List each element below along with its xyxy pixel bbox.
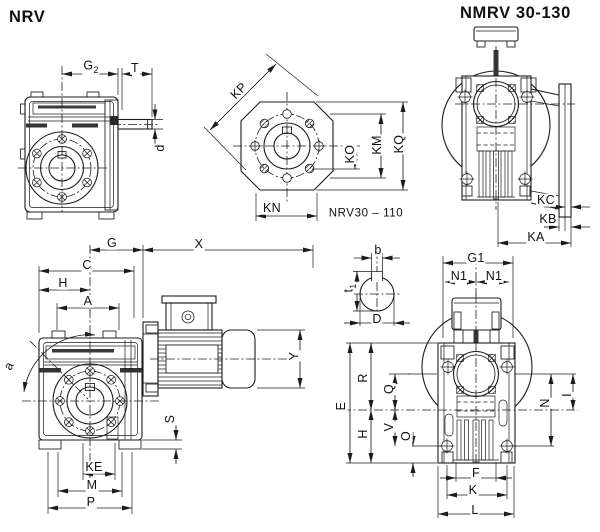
dim-label-m: M: [85, 477, 99, 492]
dim-label-ke: KE: [84, 459, 104, 474]
view-nrv-front-drawing: [18, 66, 163, 220]
dim-label-g2: G2: [82, 58, 100, 75]
dim-label-km: KM: [369, 134, 384, 156]
dim-label-d: d: [152, 143, 167, 153]
dim-label-i: I: [559, 392, 574, 398]
dim-label-k: K: [467, 482, 479, 497]
dim-label-g: G: [105, 235, 119, 250]
dim-label-c: C: [81, 257, 93, 272]
dim-label-f: F: [471, 465, 481, 480]
dim-label-g1: G1: [466, 250, 486, 265]
dim-label-o: O: [398, 429, 413, 443]
dim-label-q: Q: [381, 382, 396, 396]
dim-label-t: T: [130, 60, 140, 75]
dim-label-b: b: [373, 242, 383, 257]
view-nmrv-front-drawing: [342, 256, 578, 518]
view-nmrv-side-drawing: [441, 26, 590, 247]
dim-label-kc: KC: [536, 192, 556, 207]
dim-label-ka: KA: [526, 229, 546, 244]
dim-label-x: X: [193, 236, 205, 251]
dim-label-s: S: [162, 413, 177, 425]
dim-label-a-upper: A: [82, 293, 94, 308]
dim-label-kn: KN: [262, 200, 282, 215]
series-title-nmrv: NMRV 30-130: [460, 4, 571, 22]
dim-label-n1-left: N1: [449, 268, 469, 283]
dim-label-kb: KB: [538, 211, 558, 226]
dim-label-kq: KQ: [391, 133, 406, 155]
dim-label-p: P: [85, 494, 97, 509]
dim-label-e: E: [333, 400, 348, 412]
dim-label-h2: H: [355, 428, 370, 440]
series-title-nrv: NRV: [9, 8, 46, 26]
dim-label-h: H: [57, 275, 69, 290]
dim-label-n: N: [537, 397, 552, 409]
dim-label-y: Y: [286, 350, 301, 362]
dim-label-n1-right: N1: [484, 268, 504, 283]
dim-label-t1: t1: [341, 282, 358, 294]
dim-label-ko: KO: [342, 143, 357, 165]
view-gearmotor-side-drawing: [22, 245, 314, 514]
dim-label-v: V: [381, 421, 396, 433]
view-shaft-section-drawing: [344, 250, 410, 326]
dim-label-r: R: [355, 372, 370, 384]
flange-caption: NRV30 – 110: [327, 207, 405, 220]
dim-label-l: L: [470, 502, 480, 517]
dim-label-d-major: D: [371, 311, 383, 326]
